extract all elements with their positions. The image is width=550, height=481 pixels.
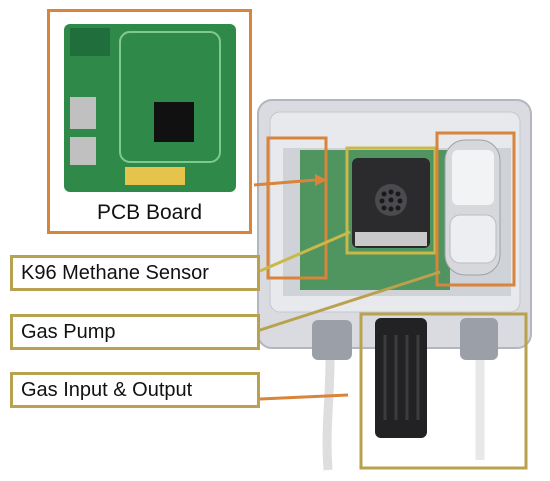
pump-highlight [435,131,516,287]
sensor-highlight [345,146,437,255]
methane-sensor-label: K96 Methane Sensor [10,255,260,291]
gas-io-highlight [359,312,528,470]
pcb-highlight [266,136,328,280]
gas-pump-label: Gas Pump [10,314,260,350]
gas-io-label: Gas Input & Output [10,372,260,408]
pump-connector-line [256,270,441,333]
pcb-connector-line [253,178,316,187]
pcb-board-label: PCB Board [96,201,203,224]
gas-io-connector-line [259,393,349,401]
pcb-board-image [64,24,236,192]
pcb-board-frame: PCB Board [47,9,252,234]
sensor-connector-line [259,230,351,273]
